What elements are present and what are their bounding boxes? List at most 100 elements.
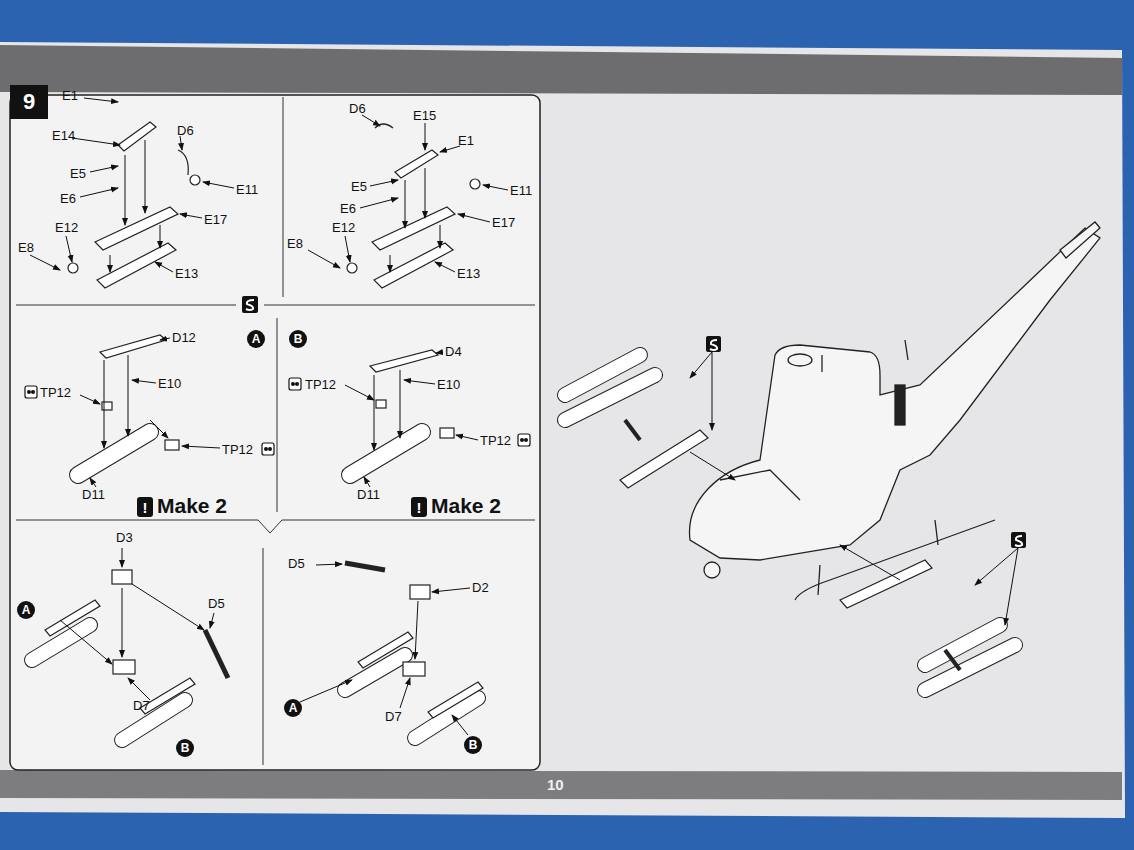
drawing-g xyxy=(720,340,995,600)
drawing-polygon xyxy=(95,207,178,250)
drawing-line xyxy=(128,678,150,700)
drawing-path xyxy=(0,770,1122,800)
drawing-line xyxy=(122,548,123,567)
drawing-line xyxy=(690,352,712,378)
drawing-line xyxy=(362,115,380,126)
drawing-path xyxy=(795,520,995,600)
drawing-line xyxy=(360,198,398,208)
part-label: E8 xyxy=(18,240,34,255)
drawing-line xyxy=(840,545,900,580)
drawing-line xyxy=(72,138,120,145)
part-label: TP12 xyxy=(480,433,511,448)
drawing-circle xyxy=(68,263,78,273)
drawing-g xyxy=(45,563,483,718)
drawing-circle xyxy=(31,390,35,394)
node-text: B xyxy=(469,738,478,752)
drawing-path xyxy=(710,340,717,350)
drawing-line xyxy=(132,584,204,630)
drawing-g xyxy=(80,338,478,487)
drawing-path xyxy=(945,650,960,670)
drawing-line xyxy=(435,262,455,272)
drawing-line xyxy=(300,680,352,702)
drawing-line xyxy=(345,236,350,262)
part-label: E10 xyxy=(437,377,460,392)
part-label: D11 xyxy=(357,487,380,502)
part-label: E13 xyxy=(175,266,198,281)
drawing-line xyxy=(84,98,118,102)
drawing-path xyxy=(935,520,938,545)
drawing-path xyxy=(0,45,1122,95)
drawing-line xyxy=(30,255,60,270)
drawing-line xyxy=(180,214,202,218)
drawing-line xyxy=(180,136,182,150)
drawing-line xyxy=(415,601,418,659)
drawing-rect xyxy=(262,443,274,455)
drawing-rect xyxy=(289,378,301,390)
drawing-path xyxy=(818,565,820,595)
note-text: Make 2 xyxy=(157,494,227,518)
drawing-line xyxy=(390,255,391,272)
drawing-line xyxy=(975,548,1018,585)
drawing-circle xyxy=(295,382,299,386)
drawing-line xyxy=(440,225,441,248)
drawing-g xyxy=(68,122,480,288)
drawing-line xyxy=(565,375,655,420)
callout-circle: A xyxy=(17,601,35,619)
step-box: 9 xyxy=(10,85,48,119)
drawing-rect xyxy=(895,385,905,425)
drawing-rect xyxy=(403,662,425,676)
drawing-rect xyxy=(25,386,37,398)
drawing-line xyxy=(263,548,264,765)
drawing-line xyxy=(150,420,168,438)
callout-circle: A xyxy=(247,330,265,348)
note-text: Make 2 xyxy=(431,494,501,518)
part-label: TP12 xyxy=(222,442,253,457)
drawing-line xyxy=(264,305,535,306)
drawing-polygon xyxy=(395,150,438,178)
part-label: E11 xyxy=(236,182,258,197)
drawing-line xyxy=(405,180,406,228)
node-text: A xyxy=(289,701,298,715)
part-label: TP12 xyxy=(305,377,336,392)
drawing-line xyxy=(16,305,236,306)
drawing-polygon xyxy=(118,122,156,151)
drawing-line xyxy=(425,123,426,150)
part-label: E15 xyxy=(413,108,436,123)
drawing-polygon xyxy=(372,207,455,250)
drawing-line xyxy=(78,432,150,475)
drawing-line xyxy=(456,435,478,440)
drawing-line xyxy=(440,146,460,152)
drawing-path xyxy=(720,470,800,500)
drawing-line xyxy=(452,715,468,735)
drawing-line xyxy=(80,188,118,197)
drawing-circle xyxy=(524,438,528,442)
drawing-g xyxy=(32,625,478,740)
drawing-path xyxy=(246,300,254,310)
drawing-line xyxy=(277,318,278,512)
part-label: E14 xyxy=(52,128,75,143)
drawing-circle xyxy=(264,447,268,451)
drawing-rect xyxy=(242,296,258,313)
drawing-line xyxy=(210,613,214,628)
drawing-line xyxy=(32,625,90,660)
callout-circle: B xyxy=(464,736,482,754)
part-label: E6 xyxy=(340,201,356,216)
drawing-line xyxy=(145,140,146,213)
drawing-rect xyxy=(440,428,454,438)
drawing-circle xyxy=(27,390,31,394)
callout-circle: B xyxy=(289,330,307,348)
drawing-line xyxy=(821,355,822,372)
drawing-path xyxy=(16,520,535,533)
drawing-path xyxy=(625,420,640,440)
drawing-g xyxy=(565,355,1015,690)
drawing-rect xyxy=(10,95,540,770)
drawing-line xyxy=(125,155,126,225)
drawing-g xyxy=(60,548,470,735)
drawing-line xyxy=(128,355,129,436)
node-text: A xyxy=(22,603,31,617)
drawing-rect xyxy=(376,400,386,408)
part-label: E12 xyxy=(332,220,355,235)
drawing-line xyxy=(374,375,375,450)
